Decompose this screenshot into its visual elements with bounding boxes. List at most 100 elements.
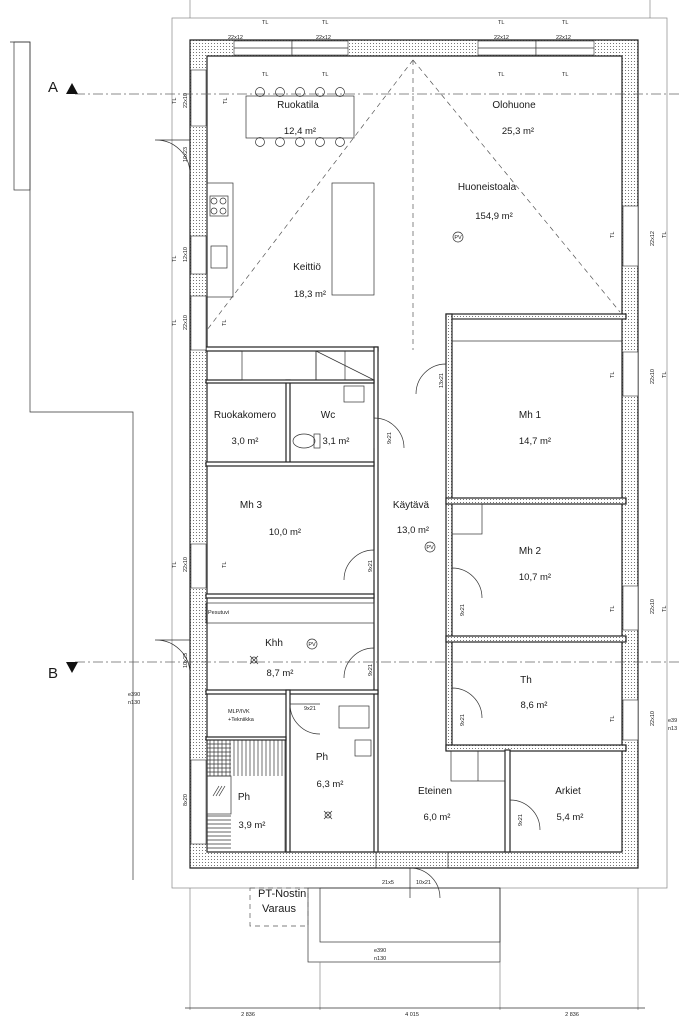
window-size: 9x21 [518, 814, 524, 826]
window-size: 22x10 [650, 599, 656, 614]
ceiling-lines [206, 59, 621, 350]
pt-label-1: PT-Nostin [258, 888, 306, 900]
window-size: 9x21 [460, 714, 466, 726]
window-size: 22x12 [228, 35, 243, 41]
room-khh-name: Khh [265, 638, 283, 649]
elevation-note: n13 [668, 726, 677, 732]
room-keittio-name: Keittiö [293, 262, 321, 273]
kitchen-counter [206, 182, 234, 298]
room-ruokakomero-name: Ruokakomero [214, 410, 277, 421]
pt-label-2: Varaus [262, 903, 297, 915]
elevation-note: n130 [374, 956, 386, 962]
room-ruokatila-name: Ruokatila [277, 100, 319, 111]
tl-label: TL [223, 98, 229, 104]
room-huoneistoala-area: 154,9 m² [475, 211, 513, 222]
pv-label-3: PV [308, 642, 316, 648]
room-mh3-name: Mh 3 [240, 500, 263, 511]
room-kaytava-name: Käytävä [393, 500, 430, 511]
room-kaytava-area: 13,0 m² [397, 525, 429, 536]
room-mh2-area: 10,7 m² [519, 572, 551, 583]
tl-label: TL [662, 606, 668, 612]
dimension-labels: 2 836 4 015 2 836 [241, 1012, 579, 1018]
room-huoneistoala-name: Huoneistoala [458, 182, 517, 193]
window-size: 12x10 [183, 247, 189, 262]
tl-labels: TL TL TL TL TL TL TL TL TL TL TL TL TL T… [172, 20, 668, 722]
tl-label: TL [610, 372, 616, 378]
mlp-label-1: MLP/IVK [228, 709, 250, 715]
elevation-notes: e390 n130 e39 n13 e390 n130 [128, 692, 677, 962]
doors [154, 139, 541, 899]
section-lines [66, 83, 679, 673]
room-ph-area: 6,3 m² [317, 779, 344, 790]
room-eteinen-area: 6,0 m² [424, 812, 451, 823]
tl-label: TL [610, 716, 616, 722]
room-ph-name: Ph [316, 752, 328, 763]
window-size: 22x10 [650, 369, 656, 384]
tl-label: TL [222, 320, 228, 326]
window-size: 22x10 [183, 557, 189, 572]
room-eteinen-name: Eteinen [418, 786, 452, 797]
window-size: 13x21 [439, 373, 445, 388]
room-labels: Ruokatila 12,4 m² Olohuone 25,3 m² Huone… [214, 100, 584, 831]
sauna-benches [206, 739, 286, 853]
dimension-label: 2 836 [565, 1012, 579, 1018]
window-size-labels: 22x12 22x12 22x12 22x12 22x10 10x23 12x1… [183, 35, 656, 886]
window-size: 9x21 [460, 604, 466, 616]
tl-label: TL [662, 232, 668, 238]
window-size: 9x21 [387, 432, 393, 444]
room-mh1-area: 14,7 m² [519, 436, 551, 447]
section-a-label: A [48, 79, 58, 96]
kitchen-island [331, 182, 375, 296]
elevation-note: e390 [374, 948, 386, 954]
room-ruokakomero-area: 3,0 m² [232, 436, 259, 447]
window-size: 9x21 [304, 706, 316, 712]
room-sauna-name: Ph [238, 792, 250, 803]
room-mh2-name: Mh 2 [519, 546, 542, 557]
room-wc-name: Wc [321, 410, 335, 421]
tl-label: TL [322, 20, 328, 26]
misc-labels: PV PV PV Pesutuvi MLP/IVK +Tekniikka PT-… [208, 235, 462, 915]
room-sauna-area: 3,9 m² [239, 820, 266, 831]
exterior-walls [189, 39, 639, 869]
window-size: 9x21 [368, 664, 374, 676]
window-size: 21x5 [382, 880, 394, 886]
room-wc-area: 3,1 m² [323, 436, 350, 447]
window-size: 22x12 [316, 35, 331, 41]
dimension-label: 4 015 [405, 1012, 419, 1018]
room-arkiet-name: Arkiet [555, 786, 581, 797]
elevation-note: e390 [128, 692, 140, 698]
window-size: 22x12 [650, 231, 656, 246]
tl-label: TL [662, 372, 668, 378]
room-mh1-name: Mh 1 [519, 410, 542, 421]
room-mh3-area: 10,0 m² [269, 527, 301, 538]
room-th-area: 8,6 m² [521, 700, 548, 711]
dimension-label: 2 836 [241, 1012, 255, 1018]
tl-label: TL [610, 606, 616, 612]
terrace [185, 851, 645, 1010]
window-size: 22x12 [494, 35, 509, 41]
tl-label: TL [262, 20, 268, 26]
pv-label-1: PV [454, 235, 462, 241]
tl-label: TL [498, 20, 504, 26]
mlp-label-2: +Tekniikka [228, 717, 255, 723]
section-b-label: B [48, 665, 58, 682]
window-size: 10x21 [416, 880, 431, 886]
elevation-note: n130 [128, 700, 140, 706]
tl-label: TL [562, 72, 568, 78]
interior-walls [205, 313, 627, 853]
tl-label: TL [172, 562, 178, 568]
tl-label: TL [172, 98, 178, 104]
room-olohuone-area: 25,3 m² [502, 126, 534, 137]
room-th-name: Th [520, 675, 532, 686]
tl-label: TL [322, 72, 328, 78]
pv-symbols [306, 231, 464, 650]
window-size: 22x12 [556, 35, 571, 41]
pv-label-2: PV [426, 545, 434, 551]
tl-label: TL [172, 256, 178, 262]
window-size: 22x10 [183, 315, 189, 330]
window-size: 22x10 [650, 711, 656, 726]
tl-label: TL [610, 232, 616, 238]
window-size: 10x23 [183, 653, 189, 668]
dining-table [245, 95, 355, 139]
